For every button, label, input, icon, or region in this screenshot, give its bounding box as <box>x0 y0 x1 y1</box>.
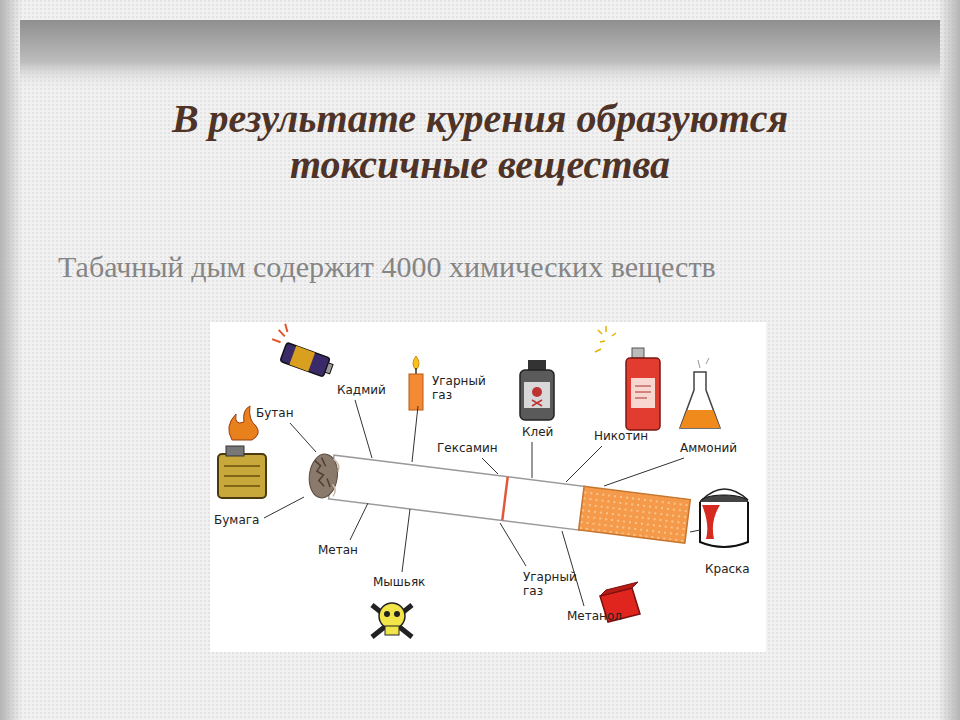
substance-label: Мышьяк <box>373 575 425 589</box>
substance-label: Аммоний <box>680 441 737 455</box>
picture-panel <box>210 322 766 652</box>
substance-label: Кадмий <box>337 383 386 397</box>
substance-label: Угарный газ <box>432 374 494 402</box>
header-band <box>20 20 940 90</box>
substance-label: Никотин <box>594 429 648 443</box>
leader-lines <box>264 400 700 606</box>
substance-label: Бумага <box>214 513 259 527</box>
battery-icon <box>266 321 341 378</box>
slide-title: В результате курения образуются токсичны… <box>130 96 830 188</box>
glue-bottle-icon <box>520 360 554 420</box>
substance-label: Краска <box>705 562 750 576</box>
cigarette <box>307 452 691 543</box>
side-shade <box>0 0 22 720</box>
substance-label: Метан <box>318 543 358 557</box>
side-shade <box>938 0 960 720</box>
substance-label: Метанол <box>567 609 622 623</box>
skull-icon <box>372 603 412 637</box>
substance-label: Бутан <box>256 406 294 420</box>
substance-label: Клей <box>522 425 553 439</box>
subtitle: Табачный дым содержит 4000 химических ве… <box>58 250 716 284</box>
paint-can-icon <box>700 489 748 547</box>
flask-icon <box>680 358 720 428</box>
substance-label: Гексамин <box>437 441 498 455</box>
spray-can-icon <box>595 326 660 430</box>
substance-label: Угарный газ <box>523 570 585 598</box>
candle-icon <box>409 356 423 410</box>
